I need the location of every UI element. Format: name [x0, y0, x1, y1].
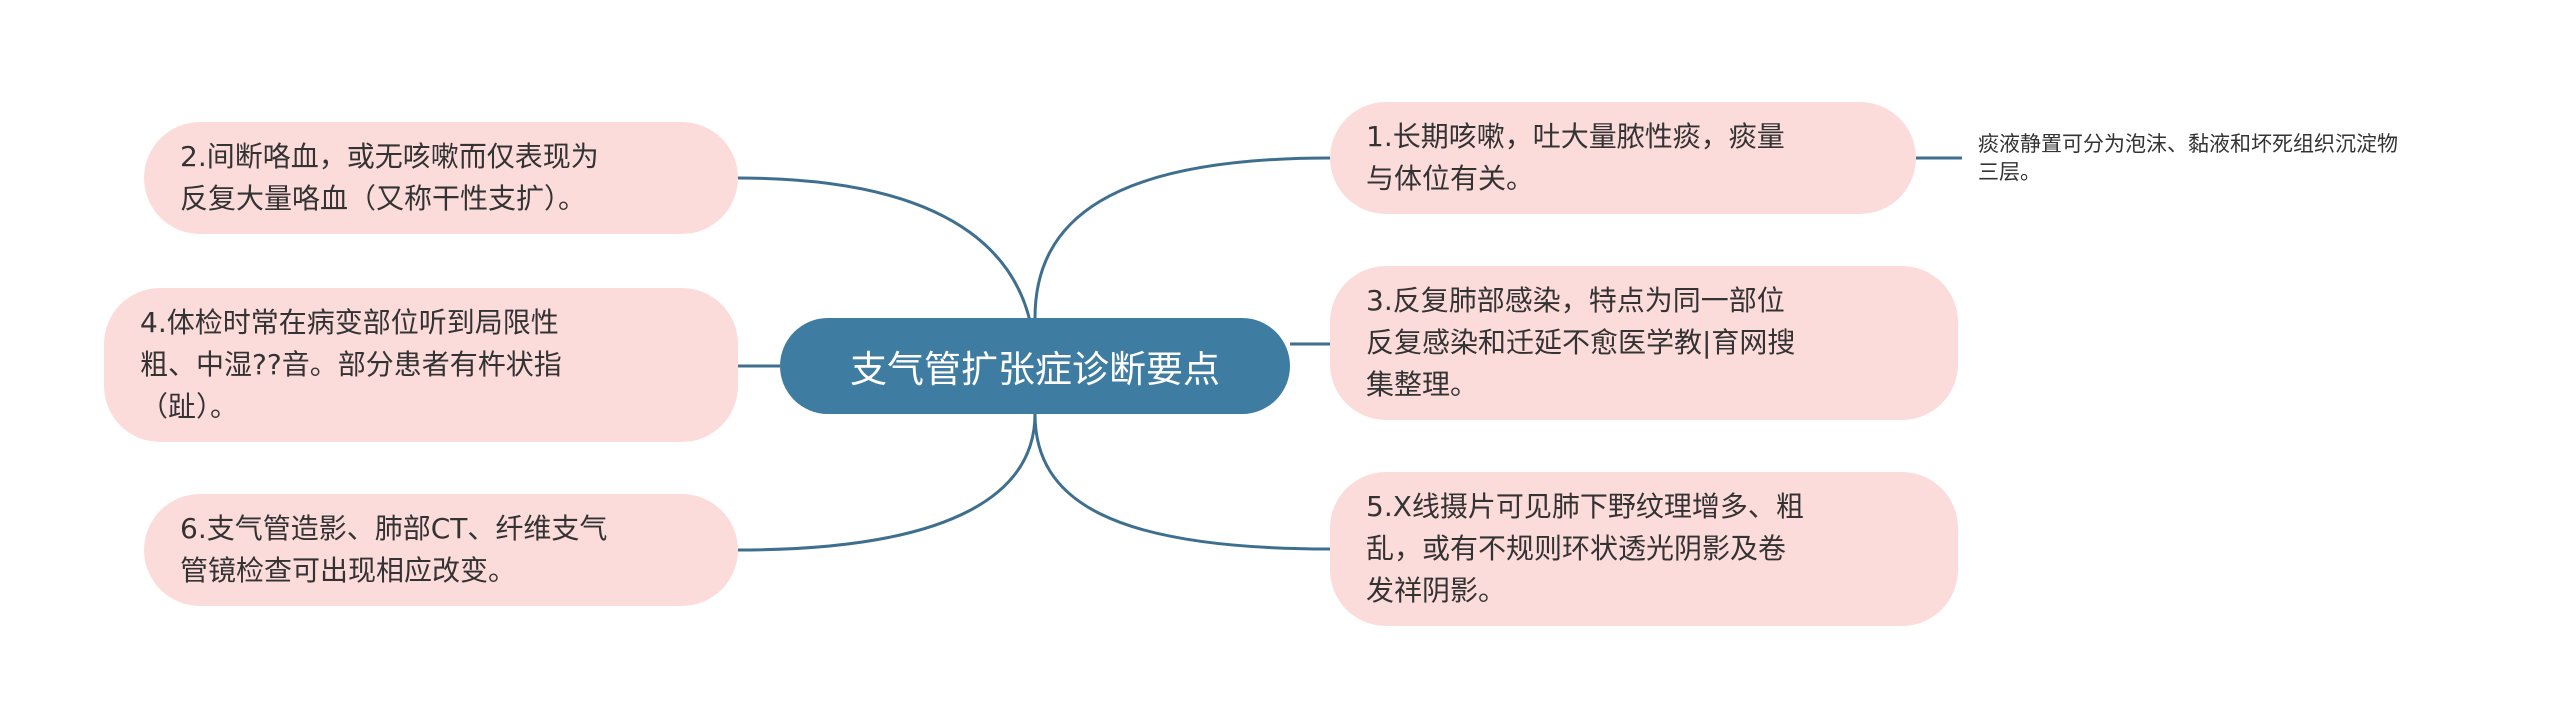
connector-to-node-1 — [1033, 156, 1331, 319]
central-topic[interactable]: 支气管扩张症诊断要点 — [780, 318, 1290, 414]
branch-node-2-text: 2.间断咯血，或无咳嗽而仅表现为 反复大量咯血（又称干性支扩）。 — [180, 140, 599, 215]
branch-node-1-note[interactable]: 痰液静置可分为泡沫、黏液和坏死组织沉淀物 三层。 — [1978, 132, 2398, 184]
branch-node-6[interactable]: 6.支气管造影、肺部CT、纤维支气 管镜检查可出现相应改变。 — [144, 494, 738, 606]
branch-node-3-text: 3.反复肺部感染，特点为同一部位 反复感染和迁延不愈医学教|育网搜 集整理。 — [1366, 284, 1796, 401]
connector-to-node-5 — [1033, 413, 1331, 551]
branch-node-4[interactable]: 4.体检时常在病变部位听到局限性 粗、中湿??音。部分患者有杵状指 （趾）。 — [104, 288, 738, 442]
branch-node-5-text: 5.X线摄片可见肺下野纹理增多、粗 乱，或有不规则环状透光阴影及卷 发祥阴影。 — [1366, 490, 1804, 607]
branch-node-1[interactable]: 1.长期咳嗽，吐大量脓性痰，痰量 与体位有关。 — [1330, 102, 1916, 214]
branch-node-6-text: 6.支气管造影、肺部CT、纤维支气 管镜检查可出现相应改变。 — [180, 512, 608, 587]
branch-node-3[interactable]: 3.反复肺部感染，特点为同一部位 反复感染和迁延不愈医学教|育网搜 集整理。 — [1330, 266, 1958, 420]
branch-node-1-text: 1.长期咳嗽，吐大量脓性痰，痰量 与体位有关。 — [1366, 120, 1785, 195]
central-topic-label: 支气管扩张症诊断要点 — [850, 348, 1220, 391]
branch-node-2[interactable]: 2.间断咯血，或无咳嗽而仅表现为 反复大量咯血（又称干性支扩）。 — [144, 122, 738, 234]
branch-node-4-text: 4.体检时常在病变部位听到局限性 粗、中湿??音。部分患者有杵状指 （趾）。 — [140, 306, 562, 423]
branch-node-5[interactable]: 5.X线摄片可见肺下野纹理增多、粗 乱，或有不规则环状透光阴影及卷 发祥阴影。 — [1330, 472, 1958, 626]
connector-to-node-6 — [737, 413, 1037, 552]
